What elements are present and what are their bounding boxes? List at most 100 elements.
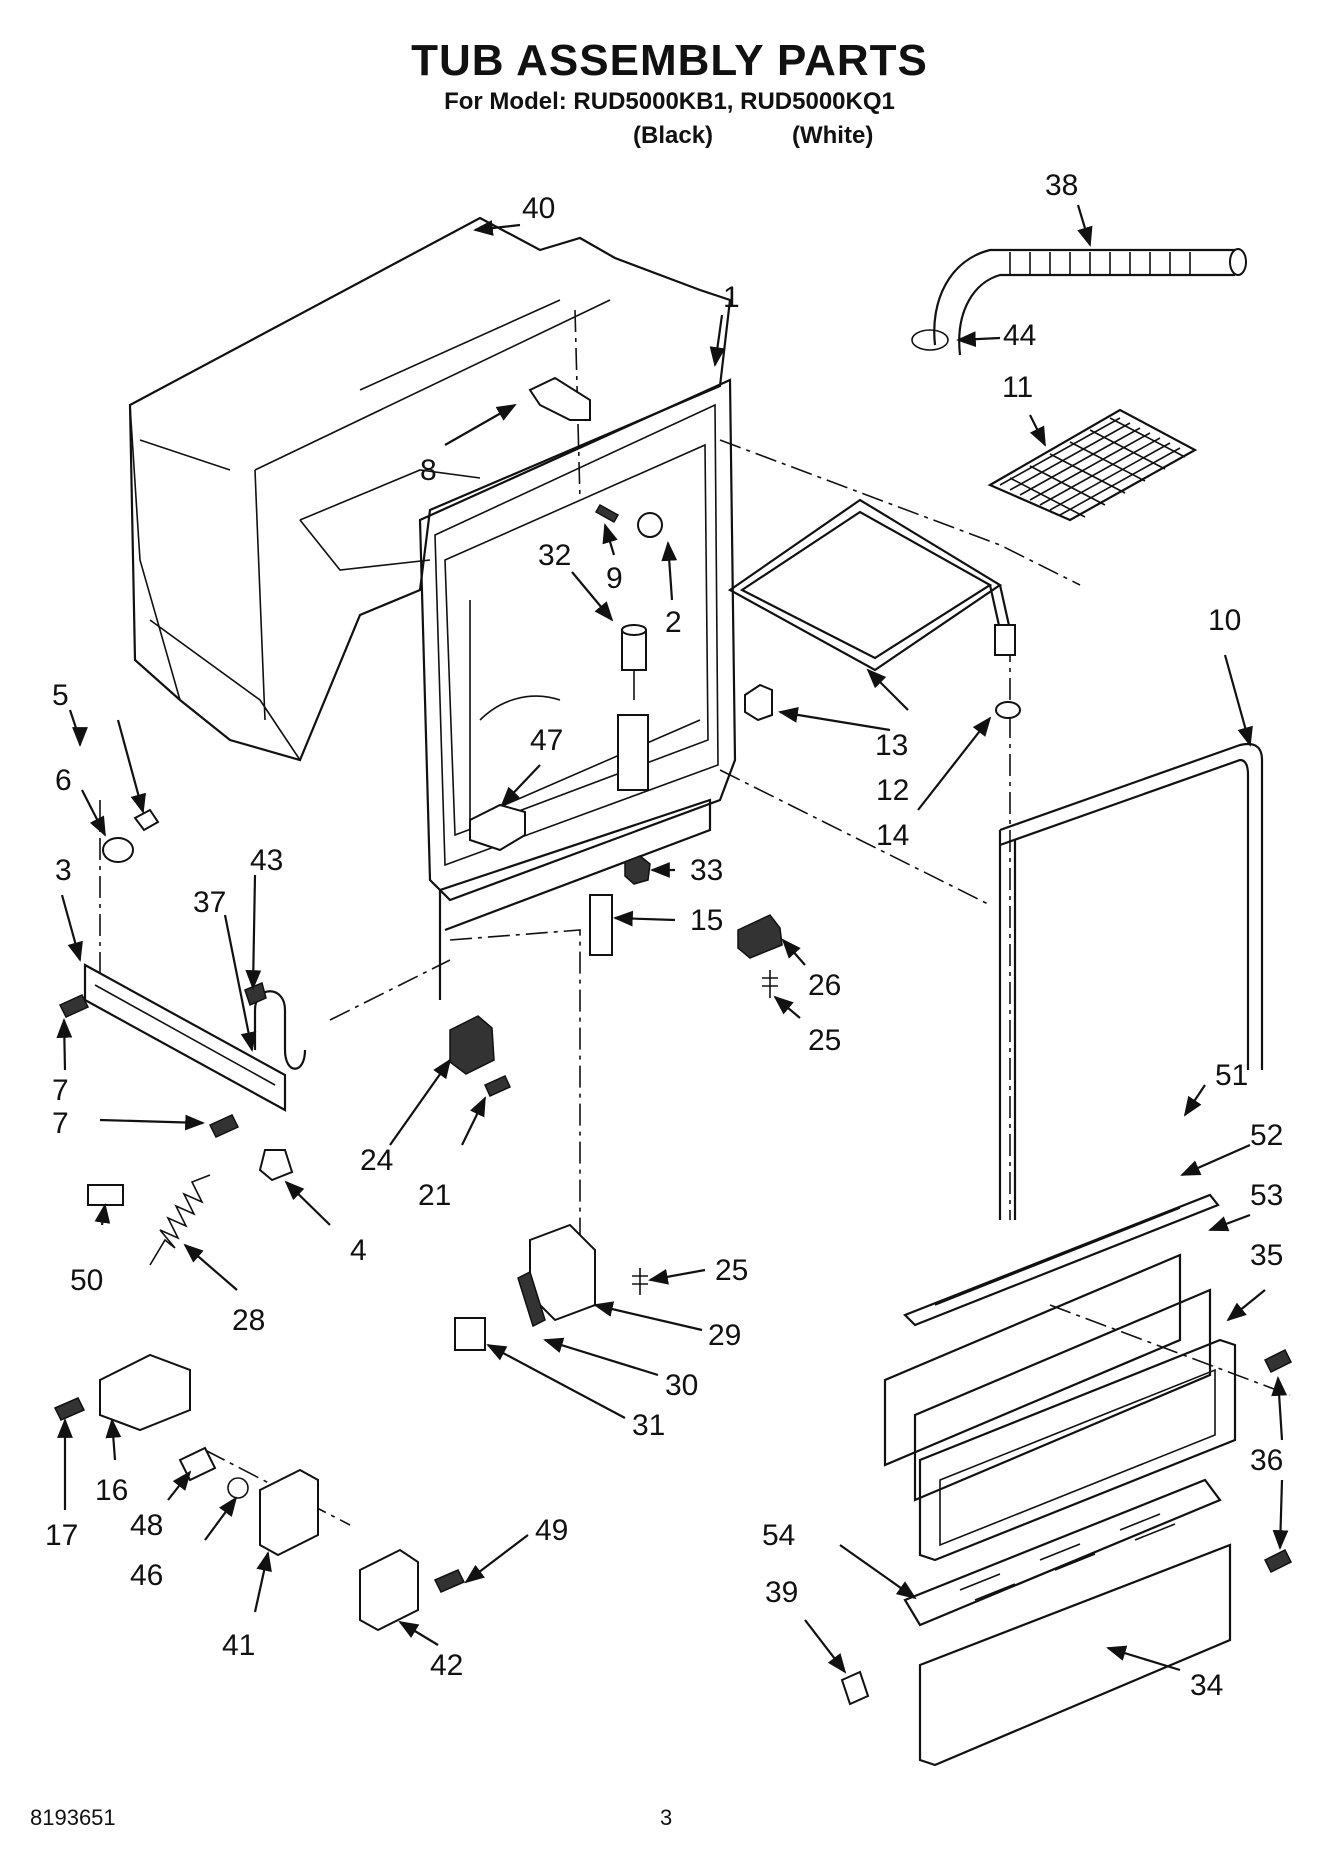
vent-part bbox=[637, 512, 663, 538]
screw-17 bbox=[53, 1397, 86, 1421]
washer-46 bbox=[227, 1477, 249, 1499]
callout-7a: 7 bbox=[52, 1074, 69, 1107]
callout-2: 2 bbox=[665, 606, 682, 639]
callout-49: 49 bbox=[535, 1514, 568, 1547]
callout-40: 40 bbox=[522, 192, 555, 225]
cover-31 bbox=[454, 1317, 486, 1351]
callout-42: 42 bbox=[430, 1649, 463, 1682]
screw-25b bbox=[632, 1268, 648, 1295]
callout-51: 51 bbox=[1215, 1059, 1248, 1092]
callout-14: 14 bbox=[876, 819, 909, 852]
callout-36: 36 bbox=[1250, 1444, 1283, 1477]
screw-7a bbox=[58, 994, 90, 1018]
tub-clip bbox=[528, 376, 591, 421]
bracket-41 bbox=[259, 1468, 319, 1557]
callout-16: 16 bbox=[95, 1474, 128, 1507]
leader-arrows bbox=[56, 204, 1289, 1674]
latch-bracket bbox=[737, 914, 783, 959]
screw-36b bbox=[1263, 1548, 1293, 1574]
callout-39: 39 bbox=[765, 1576, 798, 1609]
callout-37: 37 bbox=[193, 886, 226, 919]
callout-38: 38 bbox=[1045, 169, 1078, 202]
spacer-15 bbox=[589, 894, 613, 956]
kick-plate bbox=[918, 1543, 1232, 1767]
clip-50 bbox=[87, 1184, 124, 1206]
page-number: 3 bbox=[660, 1805, 673, 1830]
callout-50: 50 bbox=[70, 1264, 103, 1297]
leveling-leg bbox=[258, 1149, 294, 1182]
callout-32: 32 bbox=[538, 539, 571, 572]
callout-54: 54 bbox=[762, 1519, 795, 1552]
callout-6: 6 bbox=[55, 764, 72, 797]
callout-25b: 25 bbox=[715, 1254, 748, 1287]
callout-labels: 40 1 38 44 11 8 9 2 32 13 12 14 10 47 33… bbox=[45, 169, 1283, 1702]
access-panel bbox=[918, 1338, 1237, 1562]
screw-36a bbox=[1263, 1348, 1293, 1374]
callout-47: 47 bbox=[530, 724, 563, 757]
hose-clamp bbox=[911, 329, 949, 351]
callout-11: 11 bbox=[1002, 371, 1033, 404]
callout-43: 43 bbox=[250, 844, 283, 877]
callout-31: 31 bbox=[632, 1409, 665, 1442]
vent-tube bbox=[253, 990, 307, 1070]
callout-17: 17 bbox=[45, 1519, 78, 1552]
screw-9 bbox=[594, 503, 620, 524]
page-title: TUB ASSEMBLY PARTS bbox=[411, 36, 928, 85]
tub-bracket bbox=[469, 803, 526, 852]
front-leveling-bracket bbox=[83, 963, 287, 1112]
callout-9: 9 bbox=[606, 562, 623, 595]
callout-34: 34 bbox=[1190, 1669, 1223, 1702]
tub-front-frame bbox=[418, 378, 737, 1000]
model-numbers: For Model: RUD5000KB1, RUD5000KQ1 bbox=[444, 88, 895, 115]
callout-26: 26 bbox=[808, 969, 841, 1002]
clip-39 bbox=[840, 1670, 870, 1706]
document-number: 8193651 bbox=[30, 1805, 116, 1830]
callout-7b: 7 bbox=[52, 1107, 69, 1140]
screw-5 bbox=[133, 808, 160, 832]
heater-element bbox=[727, 498, 1016, 672]
callout-8: 8 bbox=[420, 454, 437, 487]
variant-black: (Black) bbox=[633, 122, 714, 149]
nut-33 bbox=[624, 855, 651, 885]
callout-21: 21 bbox=[418, 1179, 451, 1212]
base-frame bbox=[998, 742, 1264, 1220]
callout-15: 15 bbox=[690, 904, 723, 937]
callout-12: 12 bbox=[876, 774, 909, 807]
toe-grille bbox=[903, 1478, 1222, 1627]
screw-49 bbox=[433, 1569, 466, 1593]
bracket-42 bbox=[359, 1548, 419, 1632]
screw-7b bbox=[208, 1114, 240, 1138]
callout-33: 33 bbox=[690, 854, 723, 887]
tube-clamp bbox=[244, 981, 267, 1007]
callout-35: 35 bbox=[1250, 1239, 1283, 1272]
screw-25a bbox=[762, 970, 778, 998]
callout-28: 28 bbox=[232, 1304, 265, 1337]
callout-3: 3 bbox=[55, 854, 72, 887]
hinge-16 bbox=[99, 1353, 191, 1432]
callout-25a: 25 bbox=[808, 1024, 841, 1057]
callout-29: 29 bbox=[708, 1319, 741, 1352]
float bbox=[617, 624, 649, 791]
tub-outer-body bbox=[128, 216, 732, 762]
callout-1: 1 bbox=[723, 281, 740, 314]
callout-30: 30 bbox=[665, 1369, 698, 1402]
callout-41: 41 bbox=[222, 1629, 255, 1662]
callout-53: 53 bbox=[1250, 1179, 1283, 1212]
screw-21 bbox=[484, 1075, 511, 1097]
callout-52: 52 bbox=[1250, 1119, 1283, 1152]
callout-10: 10 bbox=[1208, 604, 1241, 637]
heater-washer bbox=[995, 701, 1021, 719]
callout-24: 24 bbox=[360, 1144, 393, 1177]
heater-bracket bbox=[744, 683, 773, 722]
spring bbox=[149, 1174, 211, 1266]
page-header: TUB ASSEMBLY PARTS For Model: RUD5000KB1… bbox=[0, 38, 1339, 116]
callout-4: 4 bbox=[350, 1234, 367, 1267]
variant-white: (White) bbox=[792, 122, 874, 149]
grid-cover bbox=[987, 408, 1198, 522]
door-latch-24 bbox=[449, 1015, 495, 1075]
callout-46: 46 bbox=[130, 1559, 163, 1592]
actuator-30 bbox=[517, 1270, 546, 1328]
callout-13: 13 bbox=[875, 729, 908, 762]
callout-5: 5 bbox=[52, 679, 69, 712]
